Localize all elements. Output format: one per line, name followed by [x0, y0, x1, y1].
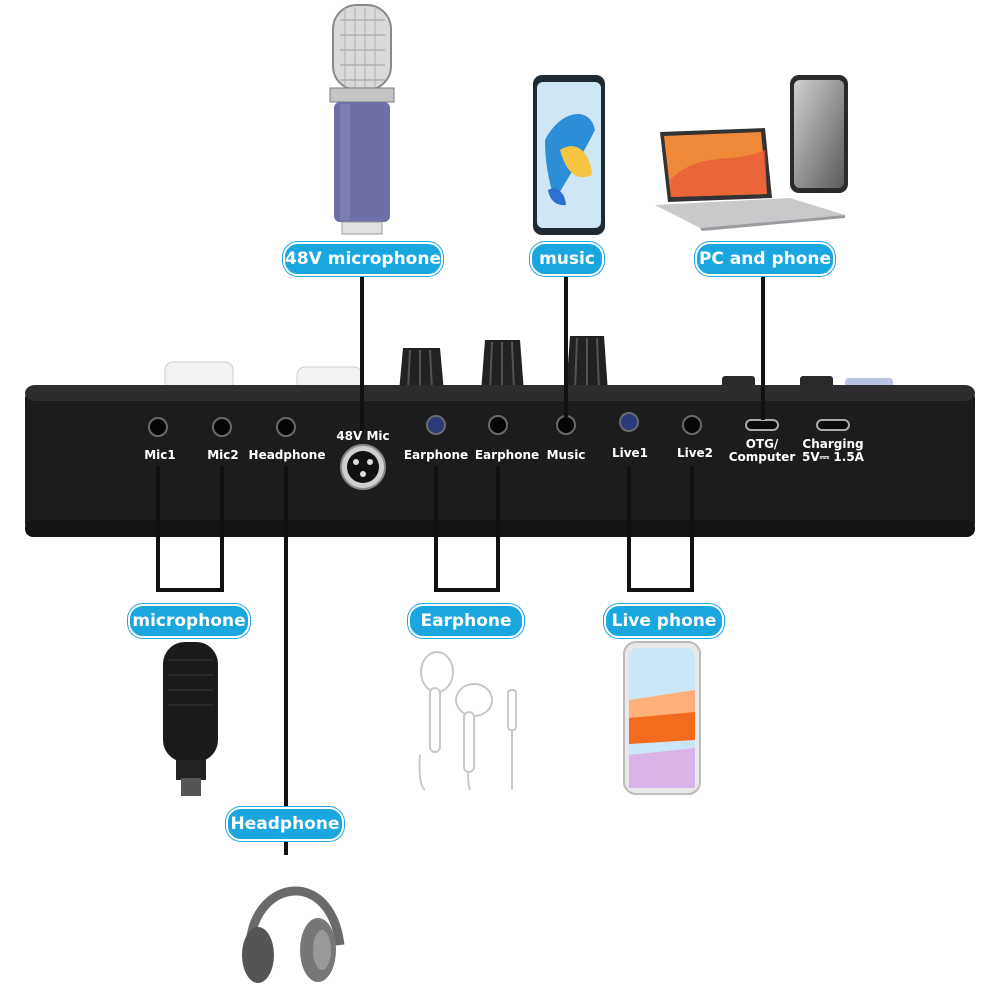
- label-pc-and-phone: PC and phone: [695, 242, 835, 276]
- dynamic-microphone-icon: [163, 642, 218, 796]
- port-label-computer: Computer: [728, 450, 796, 464]
- music-phone-icon: [533, 75, 605, 235]
- laptop-icon: [655, 128, 845, 231]
- port-label-earphone-2: Earphone: [474, 448, 540, 462]
- phone-icon: [790, 75, 848, 193]
- label-music: music: [530, 242, 604, 276]
- port-label-48v-mic: 48V Mic: [336, 429, 390, 443]
- earphones-icon: [418, 651, 517, 791]
- connector-lines: [156, 270, 765, 855]
- sound-card-device: [25, 336, 975, 537]
- port-label-earphone-1: Earphone: [403, 448, 469, 462]
- port-label-mic2: Mic2: [207, 448, 239, 462]
- port-label-live2: Live2: [676, 446, 714, 460]
- port-label-otg: OTG/: [745, 437, 779, 451]
- port-label-headphone: Headphone: [248, 448, 326, 462]
- port-label-charging-title: Charging: [802, 437, 864, 451]
- headphones-icon: [242, 886, 345, 983]
- label-earphone: Earphone: [408, 604, 524, 638]
- condenser-microphone-icon: [329, 4, 395, 235]
- label-microphone: microphone: [128, 604, 250, 638]
- usb-c-port-icon: [816, 419, 850, 431]
- xlr-jack-icon: [340, 444, 386, 490]
- usb-c-port-icon: [745, 419, 779, 431]
- live-phone-icon: [623, 641, 701, 795]
- port-label-music: Music: [546, 448, 586, 462]
- port-label-charging-spec: 5V⎓ 1.5A: [802, 450, 864, 464]
- port-label-charging: Charging 5V⎓ 1.5A: [795, 438, 871, 464]
- port-label-mic1: Mic1: [144, 448, 176, 462]
- port-label-live1: Live1: [611, 446, 649, 460]
- label-48v-microphone: 48V microphone: [283, 242, 443, 276]
- label-headphone: Headphone: [226, 807, 344, 841]
- port-label-otg-computer: OTG/ Computer: [722, 438, 802, 464]
- jack-icons: [148, 415, 702, 437]
- label-live-phone: Live phone: [604, 604, 724, 638]
